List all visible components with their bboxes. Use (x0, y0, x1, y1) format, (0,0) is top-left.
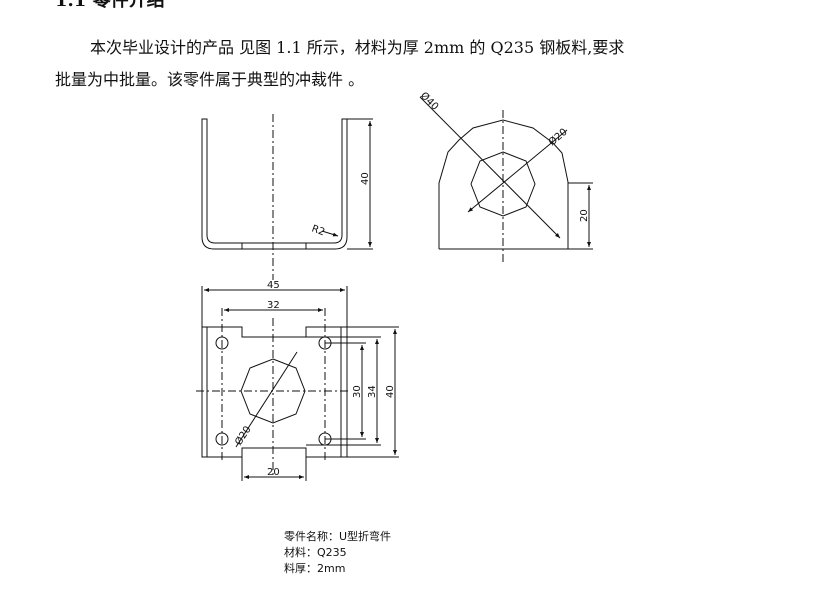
paragraph-line-1: 本次毕业设计的产品 见图 1.1 所示，材料为厚 2mm 的 Q235 钢板料,… (90, 38, 625, 57)
inner-height-dim: 34 (367, 385, 378, 398)
caption-thickness: 料厚：2mm (284, 562, 346, 575)
section-heading: 1.1 零件介绍 (55, 0, 165, 11)
hole-spacing-y-dim: 30 (352, 385, 363, 398)
side-view: 20 Ø40 Ø20 (418, 90, 593, 262)
radius-label: R2 (310, 223, 326, 238)
side-height-dim: 20 (579, 209, 590, 222)
width-dim: 45 (267, 280, 280, 291)
hole-diameter-label: Ø20 (232, 424, 253, 448)
plan-height-dim: 40 (385, 385, 396, 398)
paragraph-line-2: 批量为中批量。该零件属于典型的冲裁件 。 (55, 70, 365, 89)
plan-view: 45 32 30 34 40 20 Ø20 (196, 280, 399, 481)
outer-diameter-label: Ø40 (418, 90, 441, 113)
caption-part-name: 零件名称：U型折弯件 (284, 530, 392, 543)
front-view: 40 R2 (201, 114, 373, 280)
hole-spacing-x-dim: 32 (267, 300, 280, 311)
front-height-dim: 40 (360, 172, 371, 185)
caption-material: 材料：Q235 (284, 546, 347, 559)
tab-width-dim: 20 (267, 467, 280, 478)
